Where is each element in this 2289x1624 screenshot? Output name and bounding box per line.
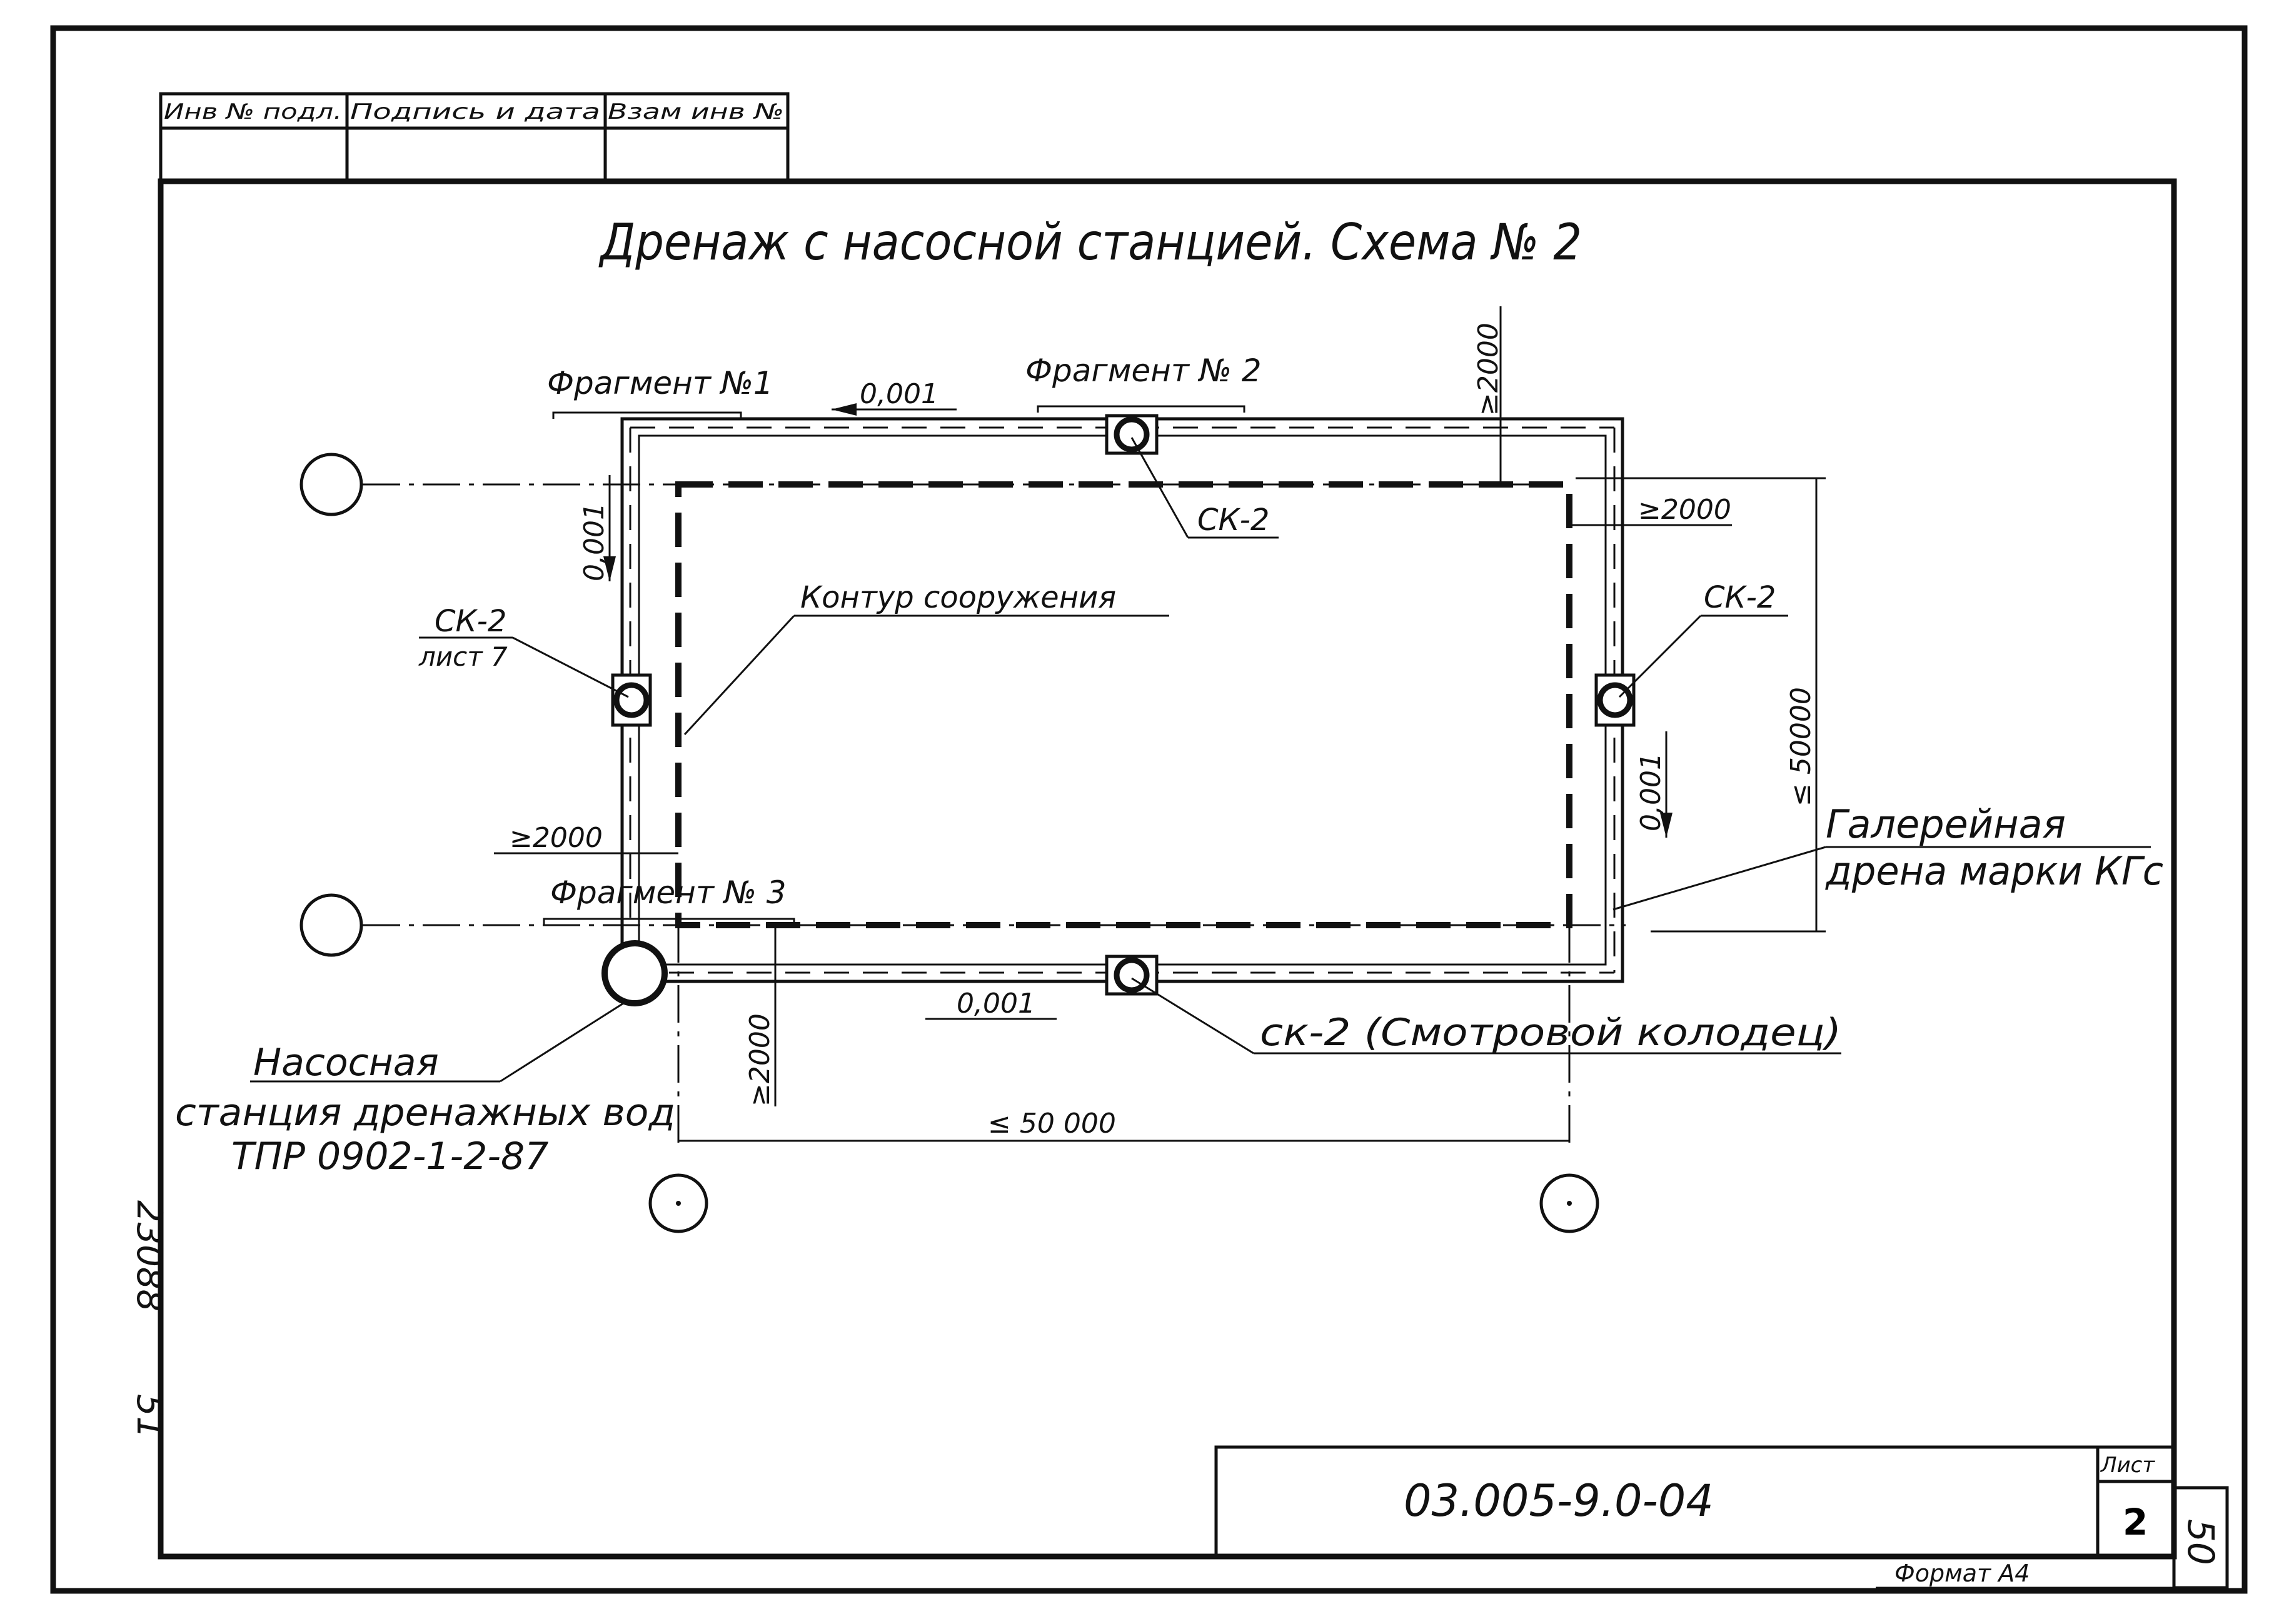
dim-left-horizontal: ≥2000 (510, 822, 603, 854)
sheet-number: 2 (2123, 1501, 2148, 1543)
callout-pump-station: Насосная станция дренажных вод ТПР 0902-… (175, 999, 675, 1178)
callout-drain: Галерейная дрена марки КГс (1612, 801, 2163, 911)
svg-text:0,001: 0,001 (957, 988, 1035, 1020)
axis-bubble-bottom-left (648, 1173, 708, 1233)
pump-station-symbol (601, 940, 668, 1006)
svg-text:СК-2: СК-2 (1704, 580, 1776, 615)
slope-right: 0,001 (1635, 731, 1673, 838)
slope-left: 0,001 (578, 475, 616, 581)
axis-bubble-middle (299, 893, 363, 957)
svg-text:Фрагмент №1: Фрагмент №1 (547, 365, 773, 401)
callout-sk2-left: СК-2 лист 7 (418, 604, 629, 698)
dim-bottom-vertical: ≥2000 (744, 1013, 776, 1106)
archive-number: 23088 (129, 1200, 169, 1311)
manhole-left (611, 673, 652, 727)
stamp-col3: Взам инв № (608, 99, 784, 124)
svg-text:ск-2 (Смотровой колодец): ск-2 (Смотровой колодец) (1260, 1011, 1841, 1055)
svg-text:0,001: 0,001 (860, 378, 938, 410)
slope-top: 0,001 (832, 378, 957, 416)
svg-text:дрена марки КГс: дрена марки КГс (1825, 848, 2163, 894)
dim-right-horizontal: ≥2000 (1638, 494, 1731, 526)
callout-contour: Контур сооружения (683, 580, 1169, 736)
callout-sk2-bottom: ск-2 (Смотровой колодец) (1131, 977, 1841, 1055)
fragment-3-label: Фрагмент № 3 (543, 875, 795, 925)
document-code: 03.005-9.0-04 (1404, 1475, 1714, 1526)
fragment-2-label: Фрагмент № 2 (1025, 353, 1262, 413)
svg-text:станция дренажных вод: станция дренажных вод (175, 1091, 675, 1135)
svg-text:Фрагмент № 3: Фрагмент № 3 (550, 875, 787, 911)
dim-length-horizontal: ≤ 50 000 (988, 1108, 1116, 1140)
dim-length-vertical: ≤ 50000 (1785, 687, 1817, 806)
manhole-right (1594, 673, 1636, 727)
title-block: 03.005-9.0-04 Лист 2 Формат А4 50 (1214, 1445, 2229, 1590)
structure-contour (675, 481, 1572, 928)
archive-sub-number: 51 (129, 1394, 169, 1438)
svg-text:ТПР 0902-1-2-87: ТПР 0902-1-2-87 (231, 1135, 548, 1178)
svg-text:Контур сооружения: Контур сооружения (800, 580, 1116, 615)
slope-bottom: 0,001 (925, 988, 1057, 1020)
sheet-label: Лист (2100, 1453, 2155, 1478)
svg-text:Насосная: Насосная (253, 1041, 439, 1085)
inner-border (158, 178, 2177, 1560)
svg-text:0,001: 0,001 (578, 503, 610, 581)
callout-sk2-top: СК-2 (1130, 437, 1279, 539)
paper-format: Формат А4 (1894, 1560, 2030, 1587)
svg-text:Фрагмент № 2: Фрагмент № 2 (1025, 353, 1262, 389)
manhole-top (1105, 414, 1159, 455)
svg-text:СК-2: СК-2 (435, 604, 506, 639)
page-number: 50 (2180, 1519, 2222, 1565)
dimension-lines (494, 306, 1826, 1142)
fragment-1-label: Фрагмент №1 (547, 365, 773, 419)
axis-bubble-bottom-right (1539, 1173, 1599, 1233)
svg-text:0,001: 0,001 (1635, 753, 1667, 831)
callout-sk2-right: СК-2 (1618, 580, 1788, 698)
stamp-header: Инв № подл. Подпись и дата Взам инв № (159, 92, 790, 183)
dim-top-right-vertical: ≥2000 (1472, 323, 1504, 416)
axis-bubble-top (299, 453, 363, 516)
stamp-col1: Инв № подл. (164, 99, 342, 124)
svg-text:лист 7: лист 7 (418, 641, 508, 672)
svg-text:СК-2: СК-2 (1197, 503, 1269, 538)
drawing-title: Дренаж с насосной станцией. Схема № 2 (598, 213, 1582, 271)
outer-border (50, 25, 2248, 1594)
stamp-col2: Подпись и дата (350, 99, 600, 124)
svg-text:Галерейная: Галерейная (1826, 801, 2066, 847)
